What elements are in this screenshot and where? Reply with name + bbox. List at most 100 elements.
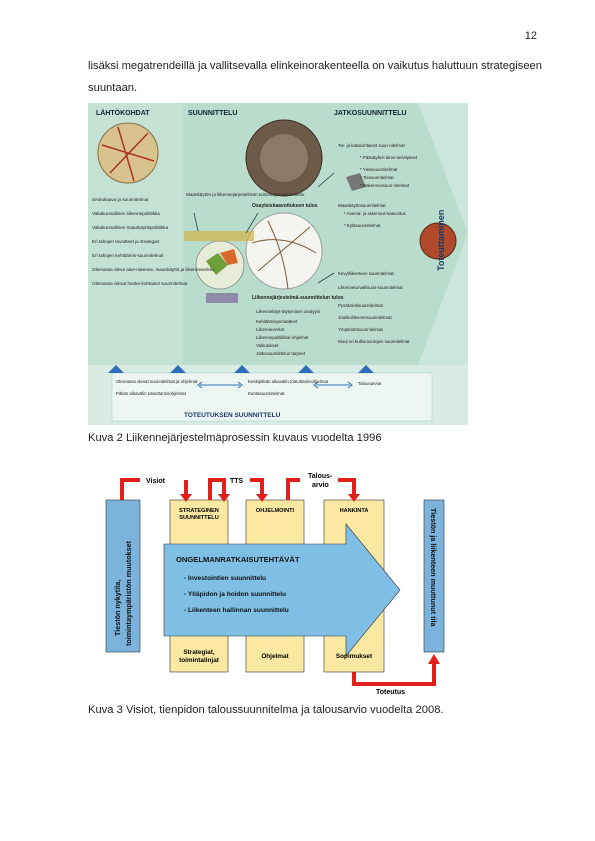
right-list-item: Joukkoliikennesuunnitelmat bbox=[338, 315, 392, 320]
right-list-item: * Rakennussuun-nitelmat bbox=[360, 183, 410, 188]
mid-list-item: Vaikutukset bbox=[256, 343, 279, 348]
left-state-box bbox=[105, 499, 141, 653]
triangle-marker bbox=[298, 365, 314, 373]
bottom-mid-item: Keskipitkän aikavälin toteuttamisohjelma… bbox=[248, 379, 329, 384]
fig1-right-list-bottom: Kevytliikenteen suunnitelmat Liikennetur… bbox=[338, 271, 410, 344]
right-list-item: Pysäköintisuunnitelmat bbox=[338, 303, 384, 308]
mid-list-item: Liikennepolitiikka/-ohjelmat bbox=[256, 335, 309, 340]
fig1-bottom-title: TOTEUTUKSEN SUUNNITTELU bbox=[184, 412, 281, 419]
label-visiot: Visiot bbox=[146, 478, 166, 485]
right-vertical-text: Tiestön ja liikenteen muuttunut tila bbox=[429, 508, 438, 627]
map-roads bbox=[101, 126, 155, 182]
column-bottom-label: Ohjelmat bbox=[261, 653, 289, 660]
label-toteutus: Toteutus bbox=[376, 689, 405, 696]
bottom-left-item: Pitkän aikavälin toteuttamisohjelmat bbox=[116, 391, 187, 396]
red-arrow-tts-left bbox=[208, 478, 226, 500]
left-list-item: Valtakunnallinen liikennepolitiikka bbox=[92, 211, 160, 216]
left-list-item: Olemassa olevat hanke-kohtaiset suunnite… bbox=[92, 281, 188, 286]
bridge-icon bbox=[346, 173, 366, 191]
fig1-mid-label-lj: Liikennejärjestelmä-suunnittelun tulos bbox=[252, 295, 344, 301]
right-list-item: Tie- ja katukohtaiset suun-nitelmat bbox=[338, 143, 405, 148]
arrowhead bbox=[218, 494, 230, 502]
fig1-mid-label-osa: Osayleiskaavoituksen tulos bbox=[252, 203, 318, 209]
aerial-photo-inner bbox=[260, 134, 308, 182]
red-arrow-budget-left bbox=[286, 478, 300, 500]
red-input-arrows bbox=[120, 478, 436, 686]
bottom-double-arrow bbox=[313, 381, 353, 389]
arrow-item: - Investointien suunnittelu bbox=[184, 575, 266, 582]
arrowhead bbox=[256, 494, 268, 502]
tasks-big-arrow bbox=[163, 523, 401, 657]
right-list-item: * Pääväylien tarve-selvitykset bbox=[360, 155, 418, 160]
triangle-marker bbox=[234, 365, 250, 373]
right-list-item: * Asema- ja rakennus-kaavoitus bbox=[344, 211, 407, 216]
right-list-item: Kevytliikenteen suunnitelmat bbox=[338, 271, 394, 276]
triangle-marker bbox=[358, 365, 374, 373]
arrowhead bbox=[180, 494, 192, 502]
label-tts: TTS bbox=[230, 478, 244, 485]
triangle-marker bbox=[108, 365, 124, 373]
right-list-item: * Kyläsuunnitelmat bbox=[344, 223, 381, 228]
label-arvio: arvio bbox=[312, 482, 329, 489]
caption-figure-2: Kuva 2 Liikennejärjestelmäprosessin kuva… bbox=[88, 432, 382, 444]
land-use-plan-circle bbox=[245, 212, 323, 290]
fig1-vertical-label: Toteuttaminen bbox=[436, 210, 446, 271]
red-arrow-budget-right bbox=[338, 478, 356, 496]
caption-figure-3: Kuva 3 Visiot, tienpidon taloussuunnitel… bbox=[88, 704, 444, 716]
arrow-item: - Ylläpidon ja hoidon suunnittelu bbox=[184, 591, 286, 598]
red-arrowheads bbox=[180, 494, 440, 664]
left-vertical-line2: toimintaympäristön muutokset bbox=[124, 540, 133, 646]
bottom-double-arrow bbox=[197, 381, 243, 389]
fig1-bottom-box bbox=[111, 372, 433, 422]
fig1-mid-list: Liikennekäyt-täytymisen analyysi Kehittä… bbox=[256, 309, 320, 356]
column-top-label: HANKINTA bbox=[340, 508, 369, 514]
column-bottom-label: Strategiat, bbox=[183, 649, 214, 656]
fig1-header-mid: SUUNNITTELU bbox=[188, 110, 237, 117]
figure-1-process-diagram: LÄHTÖKOHDAT SUUNNITTELU JATKOSUUNNITTELU… bbox=[88, 103, 468, 425]
mid-list-item: Kehittämisperiaatteet bbox=[256, 319, 298, 324]
mid-list-item: Jatkosuunnittelun tarpeet bbox=[256, 351, 306, 356]
left-list-item: Olemassa oleva alue-rakenne, maankäyttö … bbox=[92, 267, 215, 272]
column-bottom-label: toimintalinjat bbox=[179, 657, 220, 664]
building-photo-circle bbox=[419, 222, 457, 260]
red-arrow-visiot bbox=[120, 478, 140, 500]
fig1-bottom-texts: Olemassa olevat suunnitelmat ja ohjelmat… bbox=[116, 379, 382, 396]
arrow-title: ONGELMANRATKAISUTEHTÄVÄT bbox=[176, 555, 300, 564]
map-area-orange bbox=[220, 249, 238, 265]
fig1-triangles bbox=[108, 365, 374, 373]
figure-2-process-diagram: Tiestön nykytila, toimintaympäristön muu… bbox=[105, 473, 445, 696]
arrowhead bbox=[348, 494, 360, 502]
right-list-item: Ympäristösuunnitelmat bbox=[338, 327, 383, 332]
land-use-lines bbox=[251, 220, 317, 290]
left-list-item: Eri tahojen tavoitteet ja strategiat bbox=[92, 239, 160, 244]
fig1-mid-top-label: Maankäytön ja liikennejärjestelmän toimi… bbox=[186, 192, 305, 197]
column-top-label: OHJELMOINTI bbox=[256, 508, 295, 514]
right-list-item: Liikenneturvallisuus-suunnitelmat bbox=[338, 285, 403, 290]
column-bottom-label: Sopimukset bbox=[336, 653, 373, 660]
map-area-green bbox=[206, 253, 228, 275]
column-top-label: STRATEGINEN bbox=[179, 508, 219, 514]
mid-list-item: Liikennekäyt-täytymisen analyysi bbox=[256, 309, 320, 314]
vehicle-icons-row bbox=[184, 231, 254, 241]
right-state-box bbox=[423, 499, 445, 653]
column-top-label: SUUNNITTELU bbox=[179, 515, 218, 521]
left-list-item: Valtakunnallinen maankäyttöpolitiikka bbox=[92, 225, 168, 230]
triangle-marker bbox=[170, 365, 186, 373]
fig1-right-list-top: Tie- ja katukohtaiset suun-nitelmat * Pä… bbox=[338, 143, 418, 228]
fig1-header-left: LÄHTÖKOHDAT bbox=[96, 108, 150, 117]
red-arrow-toteutus bbox=[352, 662, 436, 686]
intro-paragraph: lisäksi megatrendeillä ja vallitsevalla … bbox=[88, 60, 542, 94]
right-list-item: * Tiesuunnitelmat bbox=[360, 175, 394, 180]
left-list-item: Eri tahojen kehittämis-suunnitelmat bbox=[92, 253, 164, 258]
left-list-item: Seutukaava ja suunnitelmat bbox=[92, 197, 149, 202]
transit-icons-row bbox=[206, 293, 238, 303]
flow-arrows bbox=[193, 172, 335, 284]
bottom-left-item: Olemassa olevat suunnitelmat ja ohjelmat bbox=[116, 379, 198, 384]
page-number: 12 bbox=[524, 30, 537, 42]
left-vertical-line1: Tiestön nykytila, bbox=[113, 580, 122, 636]
mid-list-item: Liikenneverkot bbox=[256, 327, 285, 332]
fig1-left-list: Seutukaava ja suunnitelmat Valtakunnalli… bbox=[92, 197, 215, 286]
right-list-item: * Yleissuunnitelmat bbox=[360, 167, 398, 172]
right-list-item: Maankäyttösuunnitelmat bbox=[338, 203, 386, 208]
arrow-item: - Liikenteen hallinnan suunnittelu bbox=[184, 607, 289, 614]
